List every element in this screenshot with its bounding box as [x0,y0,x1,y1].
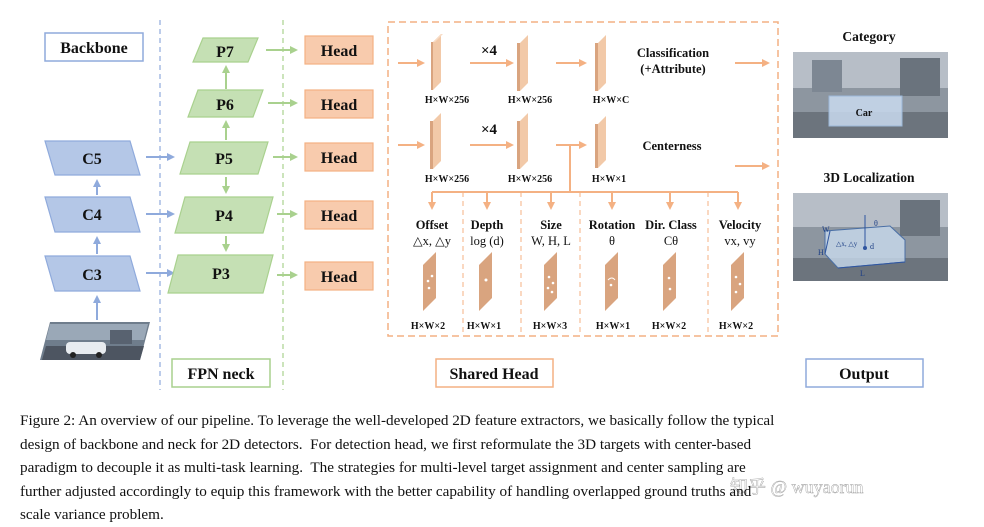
head-box-p3: Head [304,261,374,291]
figure-caption: Figure 2: An overview of our pipeline. T… [20,409,966,527]
size-symbol: W, H, L [531,234,571,248]
output-label: Output [839,366,889,383]
head-label: Head [321,43,358,60]
dim-top-2: H×W×256 [508,95,552,106]
attribute-label: (+Attribute) [640,62,705,76]
feature-map-rotation [605,252,618,311]
shared-head-label: Shared Head [449,366,538,383]
dim-dirclass: H×W×2 [652,321,686,332]
feature-map-offset [423,252,436,311]
dim-size: H×W×3 [533,321,567,332]
loc-offset-label: △x, △y [836,240,858,248]
velocity-symbol: vx, vy [724,234,756,248]
shared-head-label-box: Shared Head [435,358,554,388]
velocity-label: Velocity [719,218,762,232]
loc-l-label: L [860,269,865,278]
caption-line: design of backbone and neck for 2D detec… [20,435,752,453]
backbone-c5: C5 [44,140,141,176]
p6-label: P6 [216,97,234,114]
c3-label: C3 [82,267,102,284]
branch-trunk [556,144,571,192]
dim-velocity: H×W×2 [719,321,753,332]
head-label: Head [321,150,358,167]
fpn-p7: P7 [192,37,259,63]
loc-theta-label: θ [874,219,878,228]
feature-map-top-3 [595,35,606,91]
repeat-label-top: ×4 [481,43,498,59]
localization-title: 3D Localization [823,170,915,185]
head-box-p4: Head [304,200,374,230]
dirclass-symbol: Cθ [664,234,678,248]
localization-image: W H L d θ △x, △y [793,193,948,281]
dim-top-1: H×W×256 [425,95,469,106]
fpn-p5: P5 [179,141,269,175]
repeat-label-mid: ×4 [481,122,498,138]
p5-label: P5 [215,151,233,168]
category-title: Category [842,29,895,44]
offset-label: Offset [416,218,449,232]
feature-map-mid-1 [430,113,441,169]
feature-map-depth [479,252,492,311]
loc-d-label: d [870,242,874,251]
category-image: Car [793,52,948,138]
rotation-label: Rotation [589,218,636,232]
head-label: Head [321,208,358,225]
dirclass-label: Dir. Class [645,218,697,232]
feature-map-mid-2 [517,113,528,169]
head-box-p6: Head [304,89,374,119]
dim-mid-2: H×W×256 [508,174,552,185]
head-box-p7: Head [304,35,374,65]
watermark: 知乎 @ wuyaorun [730,477,864,497]
c4-label: C4 [82,207,102,224]
head-label: Head [321,97,358,114]
loc-h-label: H [818,248,824,257]
loc-w-label: W [822,225,830,234]
fpn-p4: P4 [174,196,274,234]
backbone-label: Backbone [60,40,128,57]
caption-line: paradigm to decouple it as multi-task le… [20,459,746,476]
dim-top-3: H×W×C [593,95,629,106]
feature-map-velocity [731,252,744,311]
c5-label: C5 [82,151,102,168]
backbone-c3: C3 [44,255,141,292]
p7-label: P7 [216,44,234,61]
backbone-label-box: Backbone [44,32,144,62]
size-label: Size [540,218,562,232]
output-label-box: Output [805,358,924,388]
head-label: Head [321,269,358,286]
category-box-label: Car [856,108,873,119]
centerness-label: Centerness [642,139,701,153]
input-car [66,342,106,354]
caption-line: Figure 2: An overview of our pipeline. T… [20,412,775,429]
feature-map-mid-3 [595,116,606,168]
head-box-p5: Head [304,142,374,172]
feature-map-size [544,252,557,311]
dim-mid-1: H×W×256 [425,174,469,185]
feature-map-dirclass [663,252,676,311]
feature-map-top-2 [517,35,528,91]
dim-rotation: H×W×1 [596,321,630,332]
fpn-p3: P3 [167,254,274,294]
fpn-neck-label: FPN neck [187,366,254,383]
backbone-c4: C4 [44,196,141,233]
depth-label: Depth [471,218,504,232]
caption-line: scale variance problem. [20,506,164,523]
dim-mid-3: H×W×1 [592,174,626,185]
classification-label: Classification [637,46,709,60]
dim-depth: H×W×1 [467,321,501,332]
rotation-symbol: θ [609,234,615,248]
fpn-p6: P6 [187,89,264,118]
input-image [40,322,150,360]
p4-label: P4 [215,208,233,225]
caption-line: further adjusted accordingly to equip th… [20,482,752,500]
dim-offset: H×W×2 [411,321,445,332]
p3-label: P3 [212,266,230,283]
depth-symbol: log (d) [470,234,504,248]
offset-symbol: △x, △y [413,234,452,248]
feature-map-top-1 [431,34,443,90]
fpn-neck-label-box: FPN neck [171,358,271,388]
